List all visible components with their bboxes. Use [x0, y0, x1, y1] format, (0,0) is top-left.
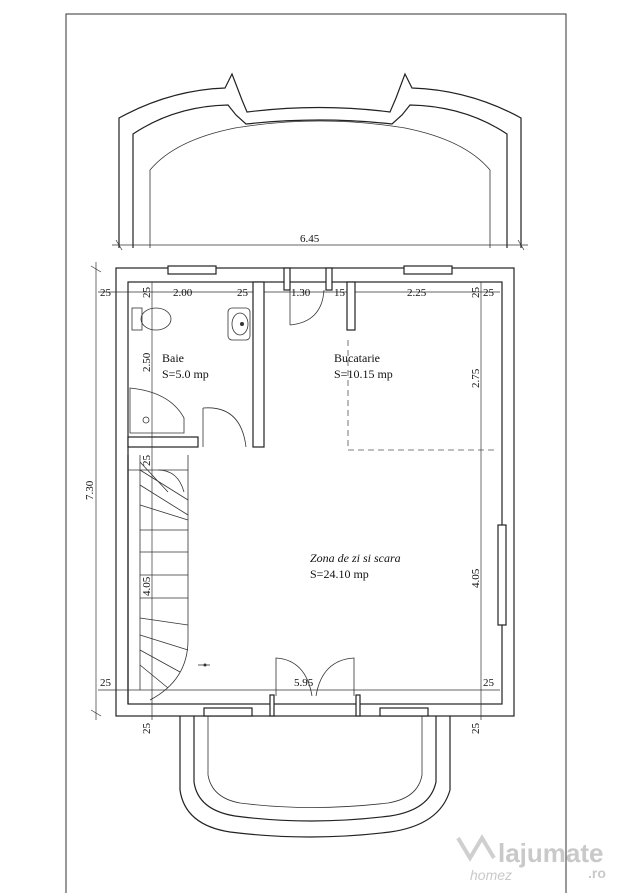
dimension-label: 25	[100, 677, 112, 689]
room-name-bucatarie: Bucatarie	[334, 351, 380, 365]
dimension-label: 4.05	[141, 576, 153, 596]
window-right	[497, 524, 507, 626]
window-top-right	[403, 265, 453, 275]
dimension-label: 2.75	[470, 368, 482, 388]
dimension-label: 25	[141, 723, 153, 735]
watermark-logo-icon	[456, 834, 496, 862]
dimension-label: 5.95	[294, 677, 314, 689]
dimension-label: 1.30	[291, 287, 311, 299]
dimension-left-height: 7.30	[84, 262, 102, 720]
window-bottom-right	[379, 707, 429, 717]
dimension-bottom: 5.95	[98, 677, 500, 691]
dimension-label: 25	[141, 455, 153, 467]
dimension-top-row: 25 25 2.00 25 1.30 15 2.25 25 25	[100, 287, 495, 300]
toilet-icon	[131, 307, 172, 331]
dimension-label: 15	[334, 287, 346, 299]
room-area-bucatarie: S=10.15 mp	[334, 367, 393, 381]
dimension-label: 25	[483, 677, 495, 689]
watermark-main: lajumate	[498, 838, 604, 868]
dimension-label: 2.50	[141, 352, 153, 372]
dimension-label: 25	[237, 287, 249, 299]
bottom-balcony	[179, 716, 451, 838]
dimension-label: 25	[100, 287, 112, 299]
dimension-label: 6.45	[300, 233, 320, 245]
room-name-baie: Baie	[162, 351, 184, 365]
dimension-label: 7.30	[84, 480, 96, 500]
dimension-label: 25	[470, 287, 482, 299]
dimension-label: 25	[483, 287, 495, 299]
window-top-left	[167, 265, 217, 275]
watermark: lajumate .ro homez	[456, 834, 606, 883]
dimension-label: 2.25	[407, 287, 427, 299]
kitchen-zone-outline	[347, 340, 496, 451]
dimension-label: 4.05	[470, 568, 482, 588]
staircase	[127, 455, 210, 704]
watermark-secondary: homez	[470, 867, 512, 883]
room-area-baie: S=5.0 mp	[162, 367, 209, 381]
shower-icon	[129, 387, 185, 434]
dimension-label: 25	[470, 723, 482, 735]
sink-icon	[227, 307, 251, 341]
front-door	[269, 657, 361, 717]
room-name-zona: Zona de zi si scara	[310, 551, 401, 565]
watermark-tld: .ro	[588, 865, 606, 881]
top-balcony	[118, 72, 522, 248]
hall-door	[289, 289, 325, 326]
dimension-label: 2.00	[173, 287, 193, 299]
dimension-top-width: 6.45	[112, 233, 528, 251]
window-bottom-left	[203, 707, 253, 717]
interior-walls	[127, 267, 356, 448]
dimension-label: 25	[141, 287, 153, 299]
room-area-zona: S=24.10 mp	[310, 567, 369, 581]
bathroom-door	[202, 407, 247, 448]
sheet-border	[65, 13, 567, 893]
